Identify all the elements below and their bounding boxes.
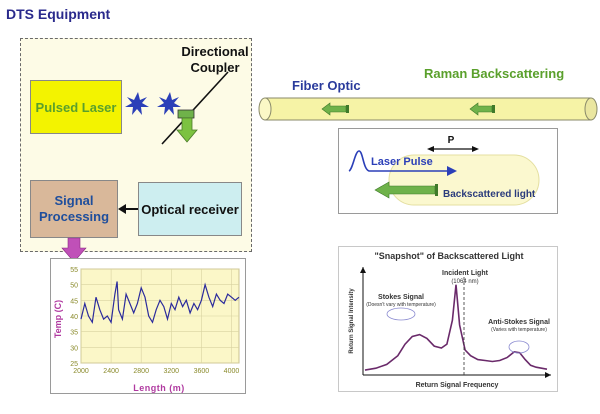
optical-receiver-label: Optical receiver [141, 201, 239, 217]
snapshot-y-arrow [360, 267, 366, 273]
optical-receiver-box: Optical receiver [138, 182, 242, 236]
laser-pulse-arrowhead [447, 166, 457, 176]
pulse-panel: P Laser Pulse Backscattered light [338, 128, 558, 214]
coupler-line [161, 71, 229, 145]
anti-stokes-sublabel: (Varies with temperature) [491, 327, 547, 333]
temperature-y-tick-label: 45 [70, 298, 78, 305]
temperature-x-tick-label: 2400 [103, 368, 119, 375]
pulsed-laser-label: Pulsed Laser [35, 99, 117, 115]
raman-backscattering-label: Raman Backscattering [424, 66, 565, 81]
snapshot-x-arrow [545, 372, 551, 378]
light-burst-icon-2 [157, 92, 181, 115]
temperature-y-axis-label: Temp (C) [53, 300, 63, 338]
temperature-y-tick-label: 50 [70, 283, 78, 290]
pulse-panel-svg: P Laser Pulse Backscattered light [348, 135, 540, 206]
coupler-down-arrow [176, 117, 198, 143]
temperature-x-tick-label: 4000 [224, 368, 240, 375]
fiber-optic-cable [258, 97, 598, 121]
coupler-connector [177, 109, 195, 119]
snapshot-title: "Snapshot" of Backscattered Light [374, 251, 523, 261]
incident-light-sublabel: (1064 nm) [451, 279, 478, 285]
snapshot-y-axis-label: Return Signal Intensity [349, 288, 355, 354]
fiber-arrow-right [469, 102, 495, 116]
coupler-label-line1: Directional [181, 44, 249, 59]
signal-processing-line1: Signal [54, 193, 94, 208]
stokes-sublabel: (Doesn't vary with temperature) [366, 302, 436, 308]
snapshot-chart-svg: "Snapshot" of Backscattered Light Incide… [349, 251, 551, 389]
backscatter-arrow-tail [435, 184, 438, 196]
temperature-y-tick-label: 55 [70, 267, 78, 274]
temperature-x-axis-label: Length (m) [133, 383, 185, 393]
signal-processing-line2: Processing [38, 209, 110, 224]
pulsed-laser-box: Pulsed Laser [30, 80, 122, 134]
backscattered-label: Backscattered light [443, 189, 536, 200]
temperature-x-tick-label: 2800 [133, 368, 149, 375]
light-burst-icon [125, 92, 149, 115]
directional-coupler-label: Directional Coupler [168, 44, 262, 76]
receiver-arrow-head [118, 204, 126, 214]
temperature-series-line [80, 281, 240, 325]
dts-title: DTS Equipment [6, 6, 111, 22]
temperature-y-tick-label: 30 [70, 345, 78, 352]
laser-pulse-label: Laser Pulse [371, 156, 433, 168]
processing-down-arrow [61, 237, 87, 263]
p-arrow-right [472, 146, 479, 152]
temperature-x-tick-label: 3600 [194, 368, 210, 375]
temperature-x-tick-label: 3200 [163, 368, 179, 375]
stokes-label: Stokes Signal [378, 294, 424, 301]
snapshot-series-line [364, 284, 548, 371]
p-label: P [448, 135, 455, 146]
anti-stokes-label: Anti-Stokes Signal [488, 319, 550, 326]
temperature-y-tick-label: 25 [70, 361, 78, 368]
temperature-y-tick-label: 35 [70, 330, 78, 337]
temperature-y-tick-label: 40 [70, 314, 78, 321]
incident-light-label: Incident Light [442, 270, 489, 277]
anti-stokes-circle [508, 340, 530, 354]
p-arrow-left [427, 146, 434, 152]
stokes-circle [386, 307, 416, 321]
snapshot-x-axis-label: Return Signal Frequency [416, 382, 499, 389]
snapshot-chart: "Snapshot" of Backscattered Light Incide… [338, 246, 558, 392]
fiber-arrow-left [321, 102, 349, 116]
temperature-x-tick-label: 2000 [73, 368, 89, 375]
laser-pulse-curve [348, 150, 449, 172]
signal-processing-box: Signal Processing [30, 180, 118, 238]
fiber-optic-label: Fiber Optic [292, 78, 361, 93]
coupler-label-line2: Coupler [190, 60, 240, 75]
